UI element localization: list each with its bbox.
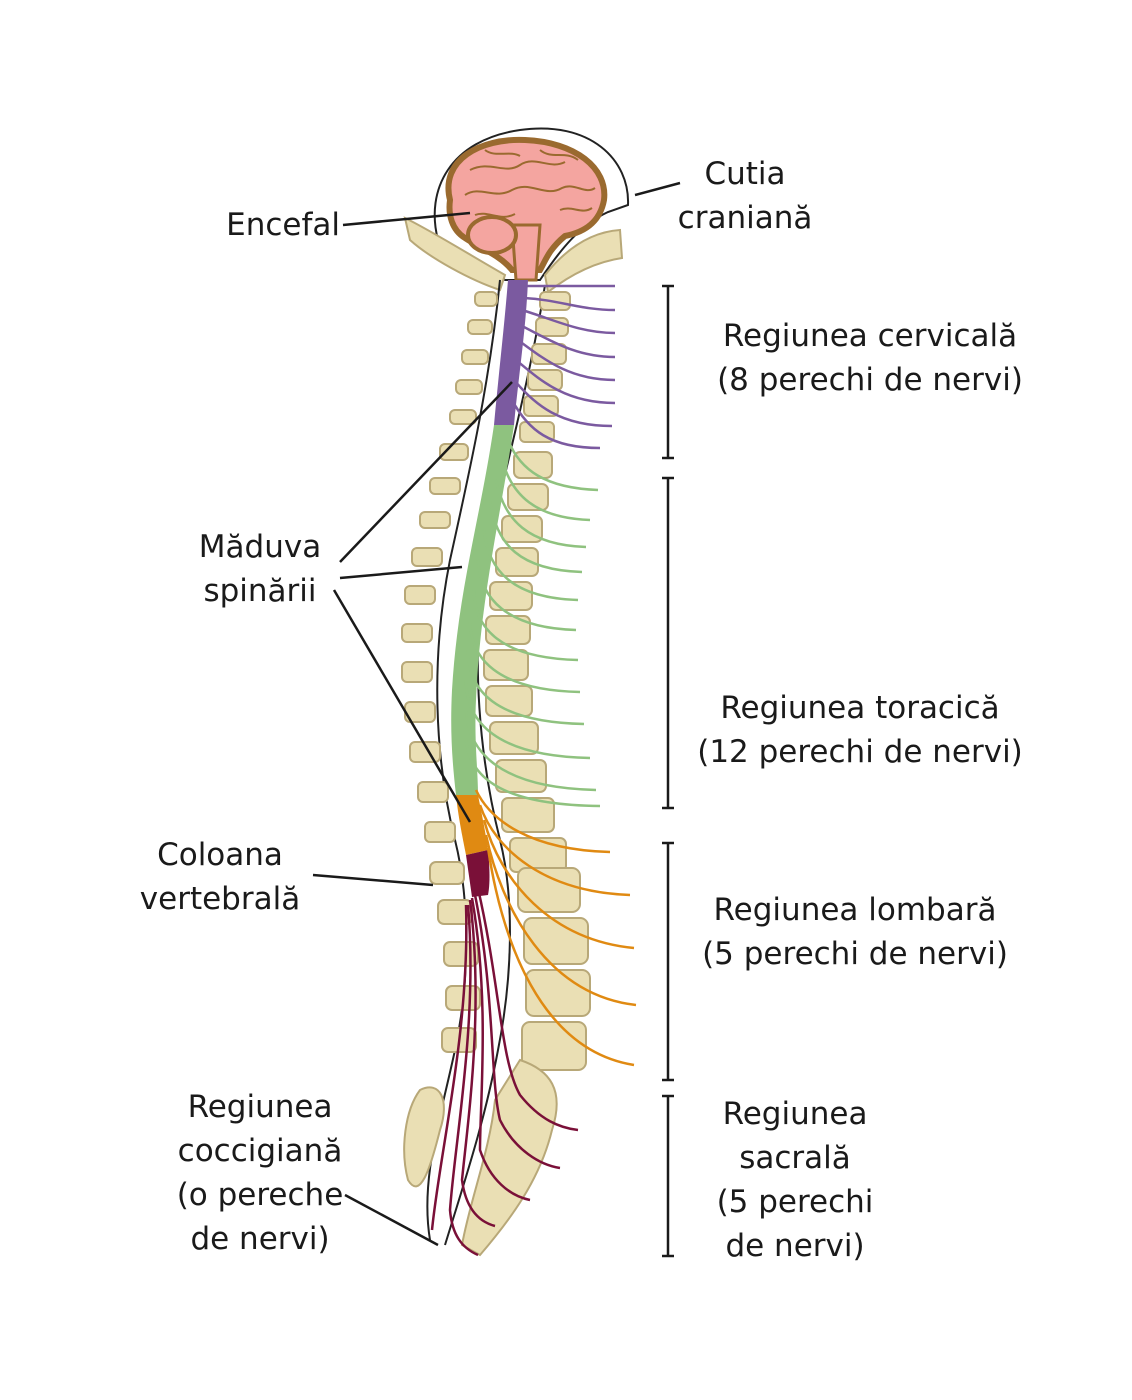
sacrum (460, 1058, 558, 1257)
leader-coccigiana (344, 1193, 439, 1247)
bracket-cervical (662, 284, 674, 460)
region-brackets (662, 284, 674, 1258)
leader-cutia (634, 181, 681, 197)
sacrum-back (403, 1086, 445, 1188)
lumbar-nerves (474, 789, 637, 1067)
brainstem (510, 223, 542, 282)
leader-encefal (342, 211, 471, 227)
label-cutia-craniana: Cutia craniană (677, 156, 813, 236)
cord-sacral (466, 850, 490, 897)
bracket-thoracic (662, 476, 674, 810)
cervical-nerves (510, 284, 616, 450)
label-regiunea-lombara: Regiunea lombară (5 perechi de nervi) (702, 892, 1008, 972)
label-regiunea-sacrala: Regiunea sacrală (5 perechi de nervi) (716, 1096, 874, 1264)
leader-maduva-1 (339, 381, 513, 563)
leader-maduva-3 (332, 589, 472, 823)
cord-cervical (494, 280, 528, 425)
label-regiunea-coccigiana: Regiunea coccigiană (o pereche de nervi) (176, 1089, 344, 1257)
bracket-sacral (662, 1094, 674, 1258)
skull-base-left (403, 216, 507, 292)
thoracic-nerves (464, 439, 601, 808)
leader-coloana (312, 873, 434, 887)
cord-thoracic (451, 425, 514, 795)
label-maduva-spinarii: Măduva spinării (198, 529, 322, 609)
bracket-lumbar (662, 841, 674, 1082)
label-regiunea-toracica: Regiunea toracică (12 perechi de nervi) (697, 690, 1023, 770)
spinal-canal (426, 279, 501, 1241)
skull-base-right (543, 228, 624, 294)
leader-maduva-2 (339, 565, 463, 580)
label-encefal: Encefal (226, 207, 340, 243)
cerebellum (466, 215, 518, 255)
leader-lines (312, 181, 681, 1247)
label-regiunea-cervicala: Regiunea cervicală (8 perechi de nervi) (717, 318, 1023, 398)
sacral-nerves (430, 879, 579, 1257)
label-coloana-vertebrala: Coloana vertebrală (139, 837, 301, 917)
